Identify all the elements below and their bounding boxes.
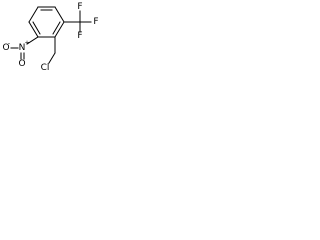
atom-f-bottom: F [77,31,82,41]
atom-n: N [19,43,26,53]
charge-n-plus: + [24,40,29,47]
benzene-ring [28,6,65,38]
atom-cl: Cl [41,63,50,73]
atom-f-top: F [77,2,82,12]
bond-ring-to-n [26,36,39,45]
charge-o-minus: - [8,41,10,48]
bond-ch2-to-cl [48,52,56,64]
ring-double-bond-left [32,21,41,35]
ring-bond-top-left [28,6,39,23]
atom-f-right: F [93,17,98,27]
ring-bond-bottom-left [28,21,39,38]
ring-double-bond-right [52,21,61,35]
chemical-structure-diagram: F F F Cl N + O - O [2,2,99,73]
ring-bond-bottom-right [54,21,65,38]
trifluoromethyl-group: F F F [63,2,99,41]
atom-o-bottom: O [18,59,25,69]
chloromethyl-group: Cl [41,36,56,73]
ring-bond-top-right [54,6,65,23]
atom-o-left: O [2,43,9,53]
nitro-group: N + O - O [2,36,39,69]
